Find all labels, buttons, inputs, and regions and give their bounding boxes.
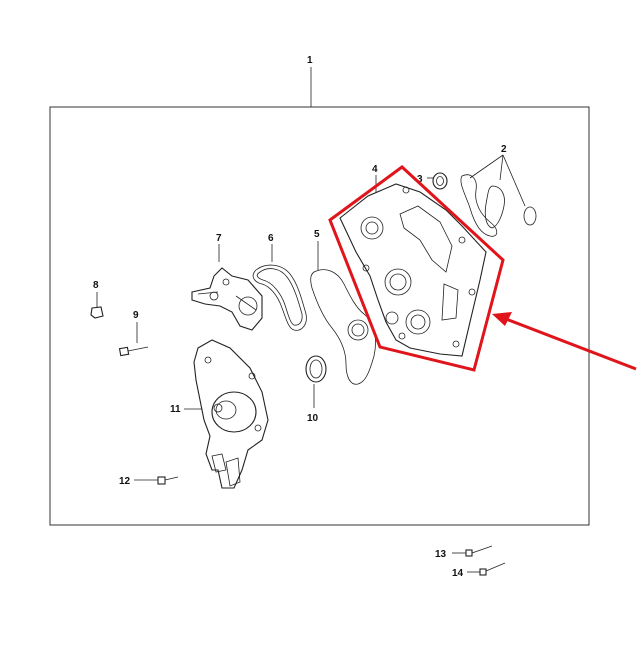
callout-4[interactable]: 4 [372, 164, 378, 175]
part-10-seal[interactable] [305, 355, 327, 408]
part-9-bolt[interactable] [118, 322, 149, 357]
callout-8[interactable]: 8 [93, 280, 99, 291]
highlight-arrow [492, 312, 637, 371]
callout-14[interactable]: 14 [452, 568, 464, 579]
part-14-bolt[interactable] [467, 562, 506, 576]
callout-12[interactable]: 12 [119, 476, 131, 487]
part-5-cover-gasket[interactable] [310, 241, 376, 385]
part-7-housing[interactable] [191, 244, 263, 331]
callout-1[interactable]: 1 [307, 55, 313, 66]
part-11-water-pump[interactable] [184, 339, 269, 489]
callout-3[interactable]: 3 [417, 174, 423, 185]
highlight-outline [328, 165, 505, 372]
part-13-bolt[interactable] [452, 545, 493, 557]
callout-10[interactable]: 10 [307, 413, 319, 424]
callout-7[interactable]: 7 [216, 233, 222, 244]
callout-6[interactable]: 6 [268, 233, 274, 244]
callout-11[interactable]: 11 [170, 404, 181, 415]
part-3-o-ring[interactable] [427, 172, 448, 190]
callout-9[interactable]: 9 [133, 310, 139, 321]
part-4-front-cover[interactable] [339, 175, 487, 357]
callout-5[interactable]: 5 [314, 229, 320, 240]
callout-2[interactable]: 2 [501, 144, 507, 155]
part-8-nut[interactable] [90, 292, 104, 319]
part-12-bolt[interactable] [134, 476, 179, 485]
assembly-frame [49, 106, 590, 526]
part-2-gaskets[interactable] [460, 154, 537, 237]
callout-13[interactable]: 13 [435, 549, 447, 560]
part-6-gasket[interactable] [252, 244, 307, 331]
